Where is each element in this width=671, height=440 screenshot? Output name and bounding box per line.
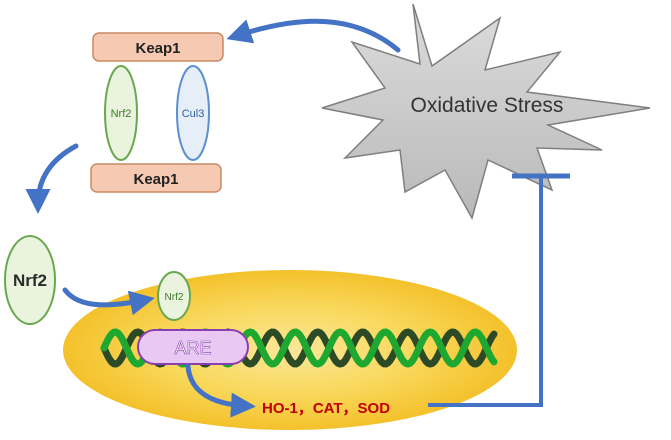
genes-label: HO-1，CAT，SOD	[262, 400, 390, 417]
arrow-nrf2-to-nucleus	[62, 287, 155, 316]
keap1-top-label: Keap1	[135, 40, 180, 57]
cul3-label: Cul3	[182, 108, 205, 120]
arrow-stress-to-keap1	[226, 18, 401, 53]
keap1-top-box	[92, 32, 224, 62]
nrf2-complex-oval	[104, 65, 138, 161]
nrf2-complex-label: Nrf2	[111, 108, 132, 120]
keap1-bottom-box	[90, 163, 222, 193]
nrf2-free-label: Nrf2	[13, 271, 47, 290]
nrf2-free-oval	[4, 235, 56, 325]
inhibition-line	[428, 176, 543, 407]
oxidative-stress-label: Oxidative Stress	[411, 94, 564, 117]
arrow-are-to-genes	[185, 363, 256, 418]
are-label: ARE	[174, 338, 211, 358]
nrf2-nuclear-label: Nrf2	[165, 292, 184, 303]
keap1-bottom-label: Keap1	[133, 171, 178, 188]
cul3-oval	[176, 65, 210, 161]
oxidative-stress-burst	[321, 3, 651, 220]
nrf2-nuclear-oval	[157, 271, 191, 321]
arrow-complex-to-nrf2	[25, 143, 79, 214]
are-box	[137, 329, 249, 365]
